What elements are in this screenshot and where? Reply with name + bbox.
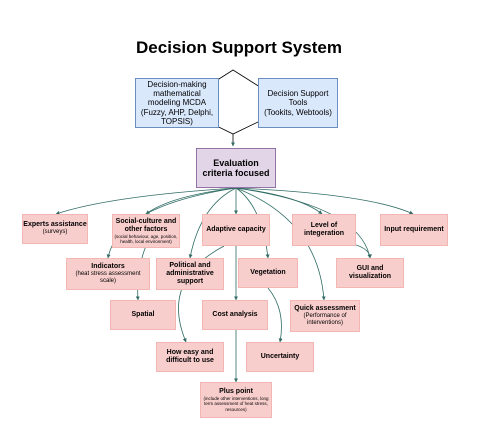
ease-of-use-label: How easy and difficult to use	[166, 348, 214, 364]
experts-assistance-title: Experts assistance	[23, 221, 87, 229]
edge-to-input	[235, 187, 414, 215]
indicators-sub: (heat stress assessment scale)	[75, 270, 141, 285]
spatial-label: Spatial	[131, 310, 155, 318]
input-requirement-label: Input requirement	[384, 225, 444, 233]
input-requirement-box: Input requirement	[380, 214, 448, 246]
indicators-title: Indicators	[91, 262, 125, 270]
uncertainty-box: Uncertainty	[246, 342, 314, 372]
cost-analysis-box: Cost analysis	[202, 300, 268, 330]
gui-visualization-label: GUI and visualization	[348, 264, 391, 280]
social-culture-box: Social-culture and other factors (social…	[112, 214, 180, 248]
adaptive-capacity-box: Adaptive capacity	[202, 214, 270, 246]
decision-tools-title: Decision Support Tools	[267, 89, 329, 108]
gui-visualization-box: GUI and visualization	[336, 258, 404, 288]
indicators-box: Indicators (heat stress assessment scale…	[66, 258, 150, 290]
math-modeling-label: Decision-making mathematical modeling MC…	[140, 80, 214, 126]
level-integration-box: Level of integeration	[292, 214, 356, 246]
experts-assistance-sub: (surveys)	[42, 229, 68, 236]
social-culture-sub: (social behaviour, age, position, health…	[114, 233, 178, 245]
decision-tools-sub: (Tookits, Webtools)	[264, 107, 332, 117]
adaptive-capacity-label: Adaptive capacity	[206, 225, 266, 233]
social-culture-title: Social-culture and other factors	[115, 217, 177, 233]
political-support-box: Political and administrative support	[156, 258, 224, 290]
cost-analysis-label: Cost analysis	[212, 310, 258, 318]
level-integration-label: Level of integeration	[303, 221, 345, 237]
math-modeling-box: Decision-making mathematical modeling MC…	[135, 78, 219, 128]
political-support-label: Political and administrative support	[166, 261, 214, 286]
experts-assistance-box: Experts assistance (surveys)	[22, 214, 88, 244]
ease-of-use-box: How easy and difficult to use	[156, 342, 224, 372]
edge-veg-to-uncertainty	[267, 287, 283, 343]
plus-point-title: Plus point	[219, 387, 253, 395]
vegetation-box: Vegetation	[238, 258, 298, 288]
quick-assessment-title: Quick assessment	[294, 304, 356, 312]
plus-point-box: Plus point (include other interventions,…	[200, 382, 272, 418]
evaluation-criteria-label: Evaluation criteria focused	[202, 157, 270, 178]
spatial-box: Spatial	[110, 300, 176, 330]
vegetation-label: Vegetation	[250, 268, 286, 276]
quick-assessment-box: Quick assessment (Performance of interve…	[290, 300, 360, 332]
quick-assessment-sub: (Performance of interventions)	[303, 312, 347, 327]
evaluation-criteria-box: Evaluation criteria focused	[196, 148, 276, 188]
decision-tools-box: Decision Support Tools (Tookits, Webtool…	[258, 78, 338, 128]
edge-to-experts	[55, 187, 237, 215]
page-title: Decision Support System	[136, 38, 342, 57]
edge-to-social	[145, 187, 237, 215]
uncertainty-label: Uncertainty	[260, 352, 300, 360]
plus-point-sub: (include other interventions, long term …	[203, 395, 269, 412]
